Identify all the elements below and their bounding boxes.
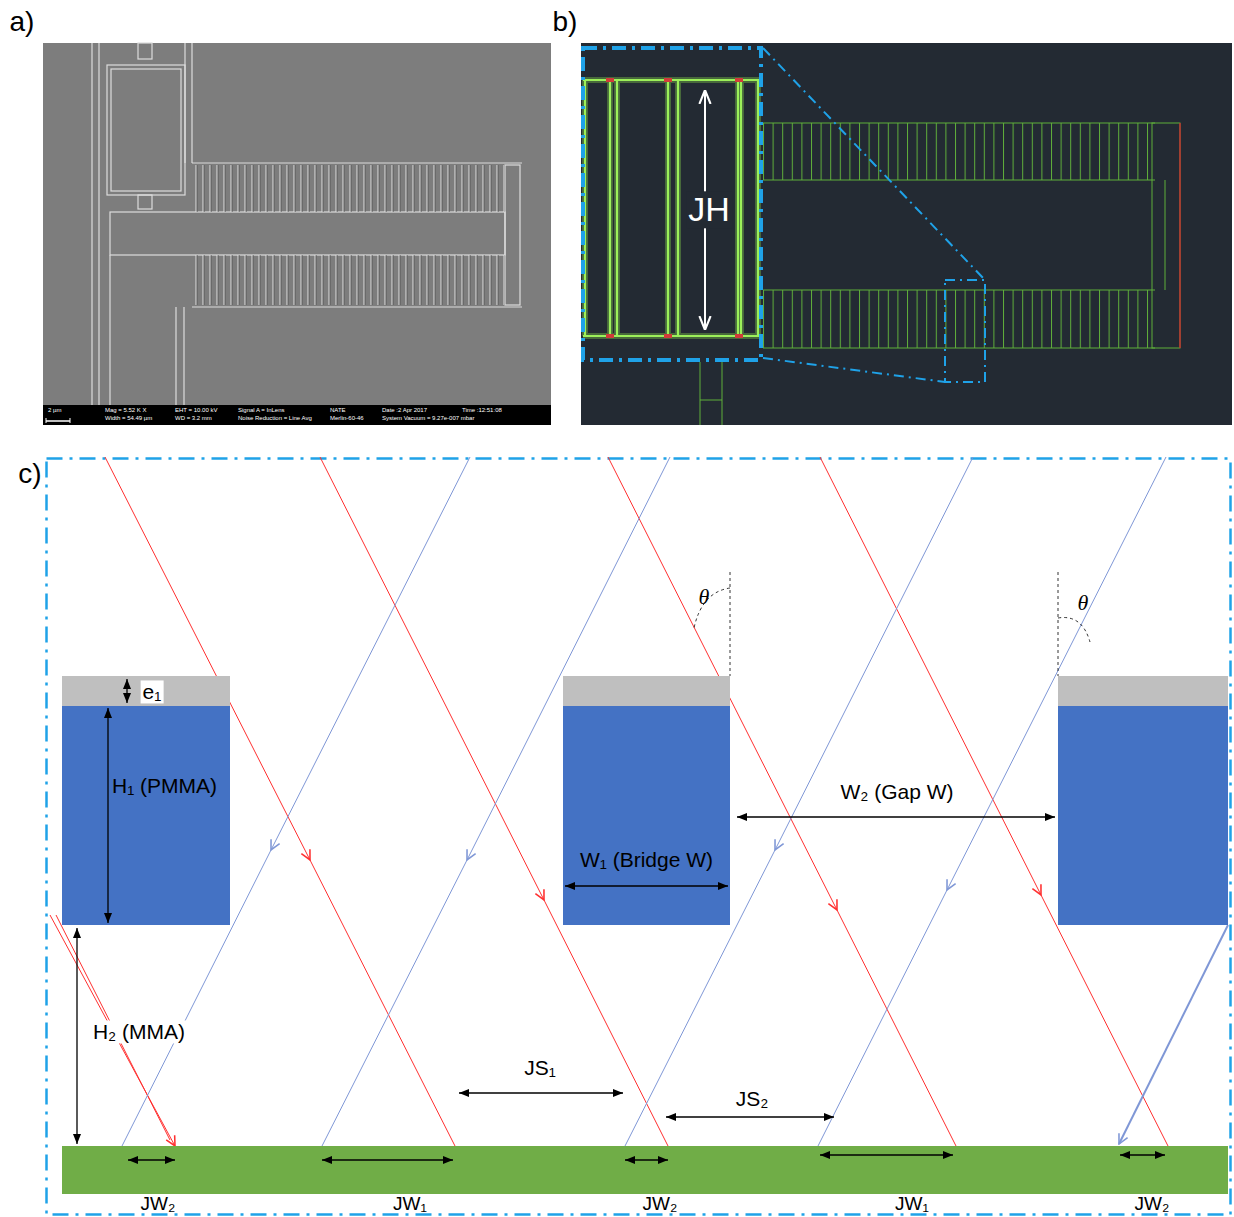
- dimension-label: JW₂: [141, 1194, 176, 1215]
- sem-info-text: WD = 3.2 mm: [175, 415, 212, 422]
- sem-info-text: Noise Reduction = Line Avg: [238, 415, 312, 422]
- sem-info-text: Signal A = InLens: [238, 407, 285, 414]
- panel-label: c): [16, 459, 43, 490]
- sem-info-text: Mag = 5.52 K X: [105, 407, 147, 414]
- sem-info-text: 2 µm: [48, 407, 61, 414]
- dimension-label: JS₁: [522, 1056, 558, 1079]
- dimension-label: W₂ (Gap W): [838, 780, 955, 803]
- sem-image: [43, 43, 551, 425]
- dimension-label: JW₂: [643, 1194, 678, 1215]
- sem-info-text: NATE: [330, 407, 346, 414]
- dimension-label: H₂ (MMA): [91, 1020, 187, 1043]
- block-label: W₁ (Bridge W): [580, 848, 713, 871]
- panel-label: b): [553, 7, 578, 38]
- pmma-block: H₁ (PMMA): [62, 706, 230, 925]
- sem-info-text: Date :2 Apr 2017: [382, 407, 427, 414]
- dimension-label: JW₂: [1135, 1194, 1170, 1215]
- angle-label: θ: [1078, 591, 1089, 615]
- angle-label: θ: [699, 585, 710, 609]
- dimension-label: JH: [686, 191, 732, 228]
- dimension-label: JS₂: [734, 1087, 771, 1110]
- cad-layout: [581, 43, 1232, 425]
- dimension-label: e₁: [141, 680, 164, 703]
- evaporation-schematic: [47, 457, 1231, 1215]
- dimension-label: JW₁: [895, 1194, 929, 1215]
- sem-info-text: Width = 54.49 µm: [105, 415, 152, 422]
- bridge-block: W₁ (Bridge W): [563, 706, 730, 925]
- sem-info-text: System Vacuum = 9.27e-007 mbar: [382, 415, 474, 422]
- dimension-label: JW₁: [393, 1194, 427, 1215]
- sem-info-text: Time :12:51:08: [462, 407, 502, 414]
- panel-label: a): [10, 7, 35, 38]
- block-label: H₁ (PMMA): [112, 774, 217, 797]
- sem-info-text: Merlin-60-46: [330, 415, 364, 422]
- sem-info-text: EHT = 10.00 kV: [175, 407, 217, 414]
